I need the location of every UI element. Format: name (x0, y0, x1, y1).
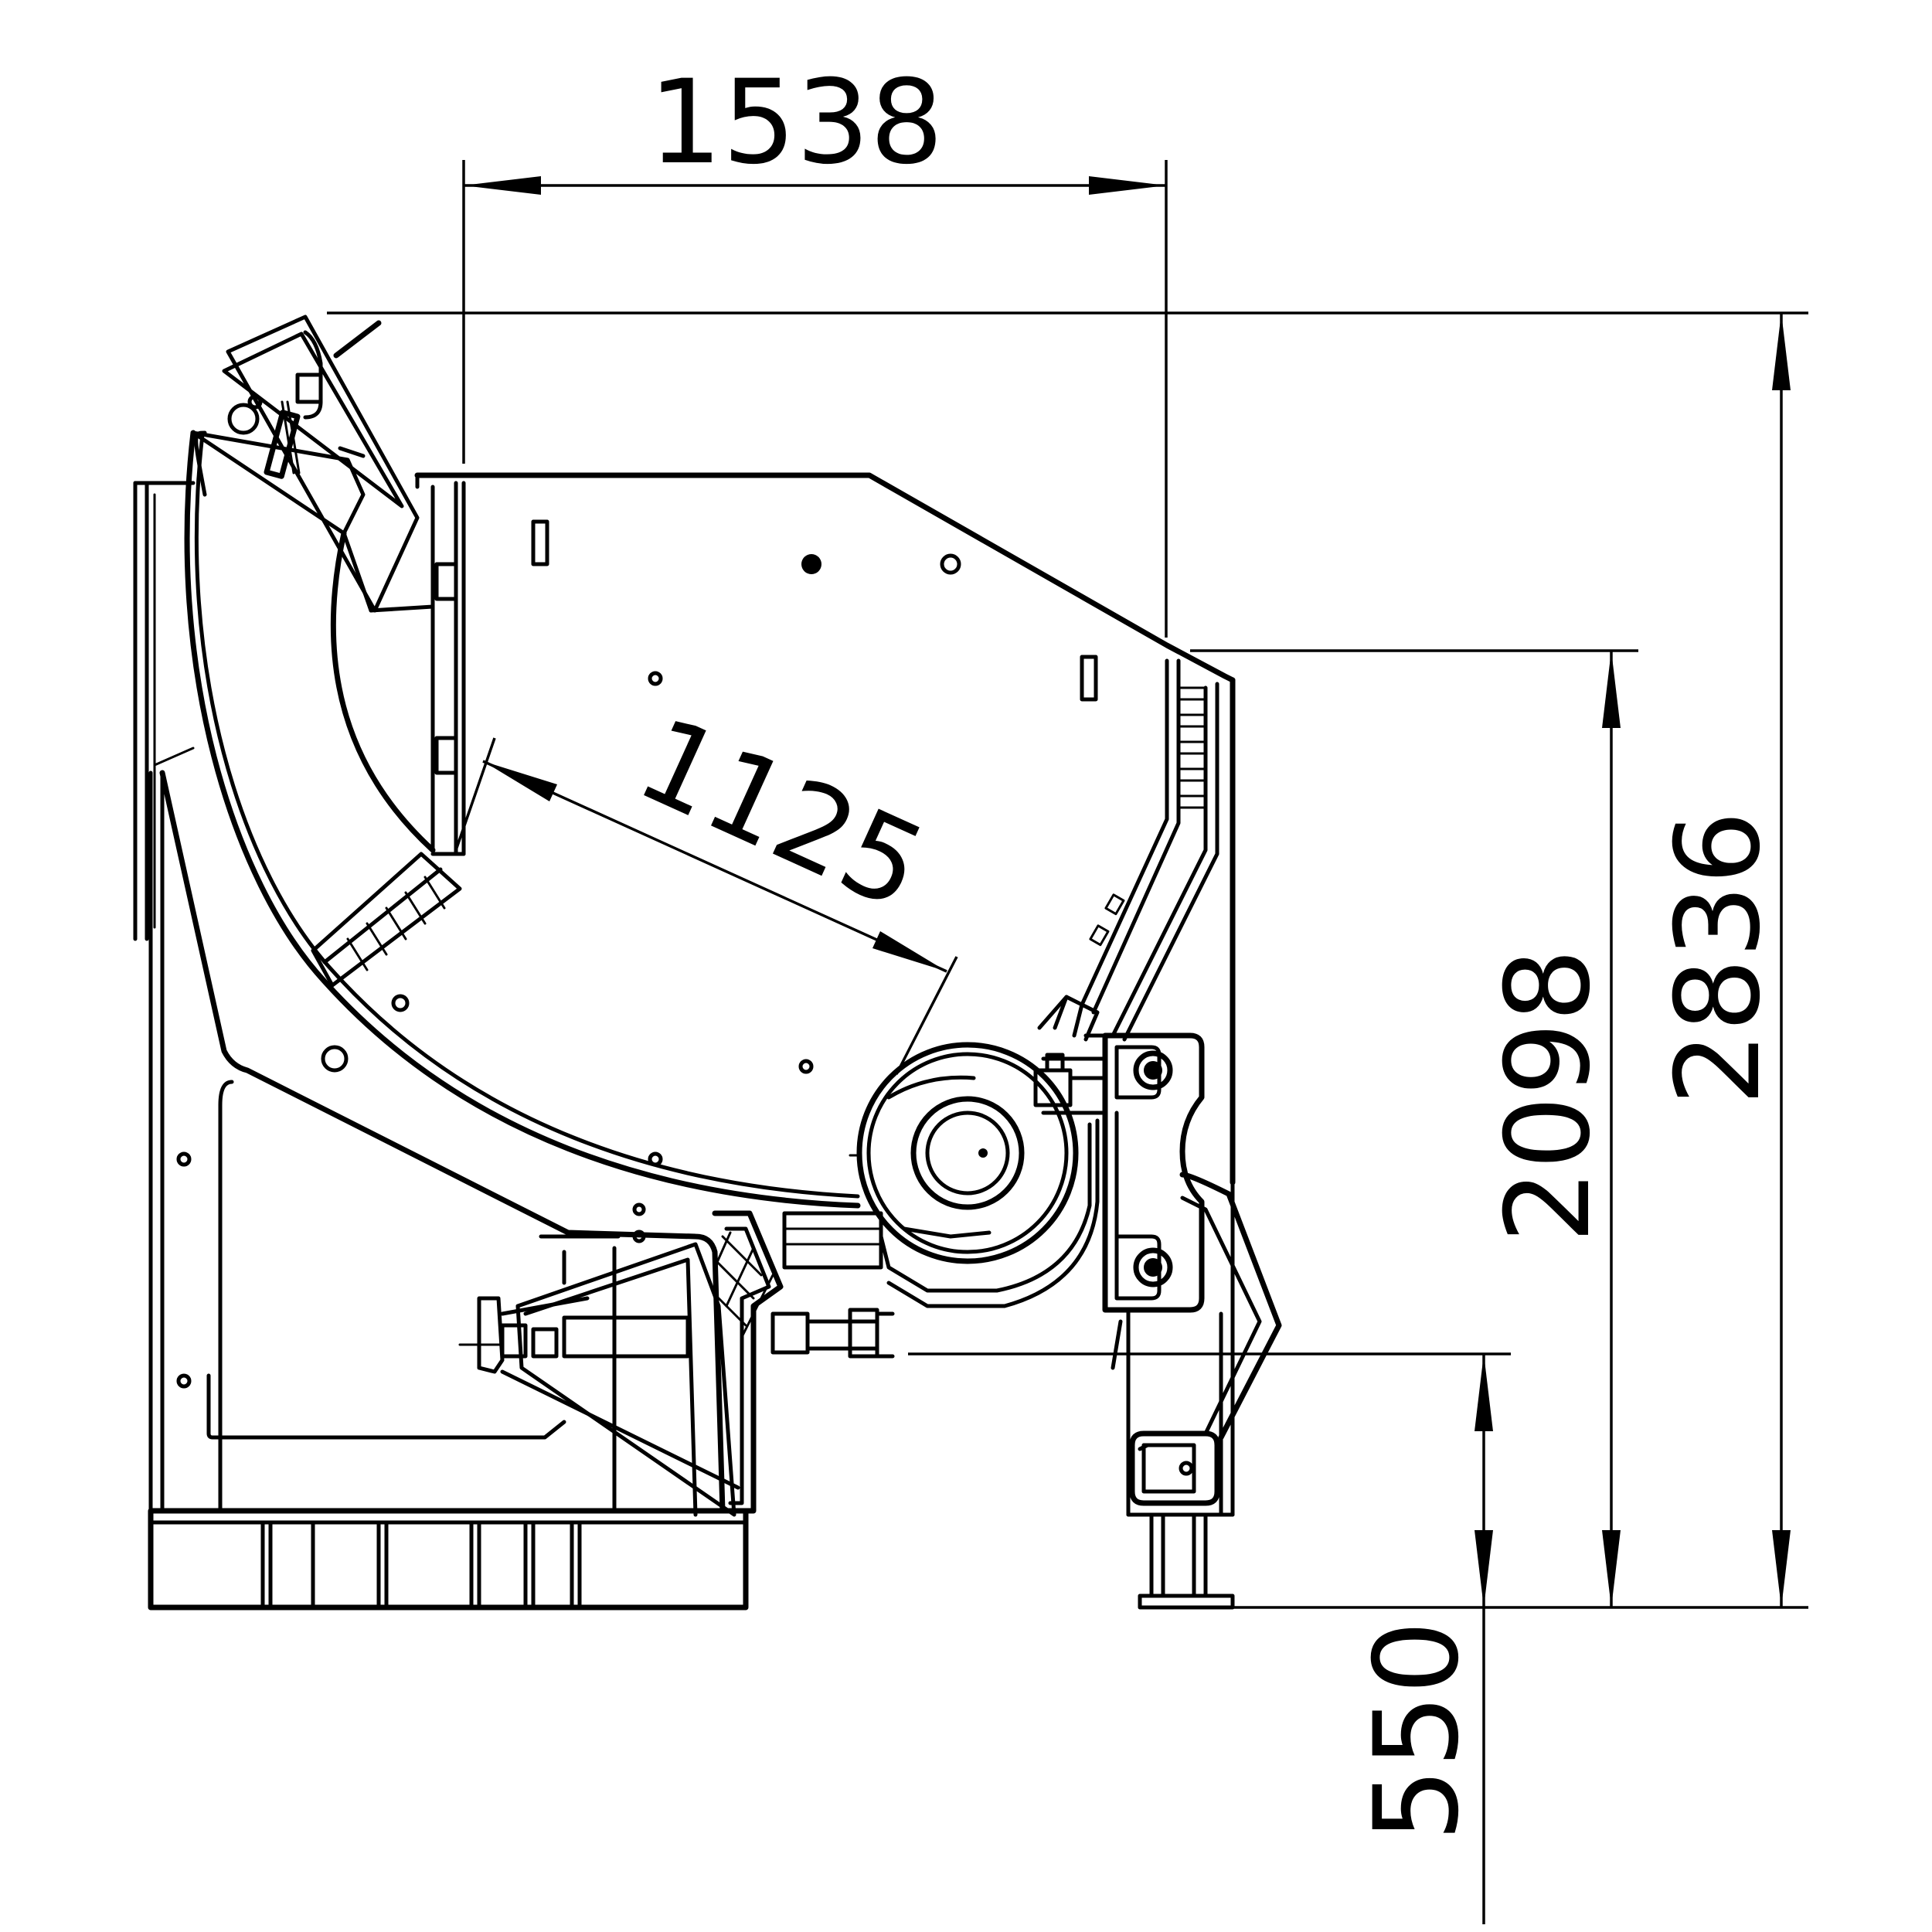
dimension-label-1125: 1125 (619, 692, 944, 936)
swing-arm (1129, 1172, 1282, 1506)
right-wheel-frame (1033, 1032, 1205, 1313)
dimension-label-2098: 2098 (1481, 948, 1616, 1243)
dimension-2098: 2098 (1190, 649, 1638, 1607)
discharge-chute (712, 1118, 1100, 1514)
dimension-2836: 2836 (327, 311, 1808, 1609)
dimension-1125: 1125 (454, 692, 958, 1075)
left-frame (133, 481, 196, 1513)
dimension-label-1538: 1538 (648, 56, 944, 190)
dimension-label-550: 550 (1350, 1621, 1485, 1842)
drum-housing (176, 472, 1236, 1389)
machine-body (133, 315, 1282, 1611)
base-pallet (148, 1508, 749, 1611)
support-legs (1111, 1180, 1235, 1610)
housing-side-panel (159, 770, 726, 1514)
tilting-hopper (191, 315, 435, 613)
dimension-550: 550 (908, 1352, 1511, 1924)
right-rail (1037, 658, 1236, 1185)
dimension-1538: 1538 (462, 56, 1168, 638)
tilt-cylinder (458, 1242, 895, 1517)
chute-grille (311, 852, 462, 988)
curved-chute (184, 430, 861, 1209)
dimension-label-2836: 2836 (1651, 811, 1786, 1106)
rotor-drum (849, 1042, 1079, 1264)
